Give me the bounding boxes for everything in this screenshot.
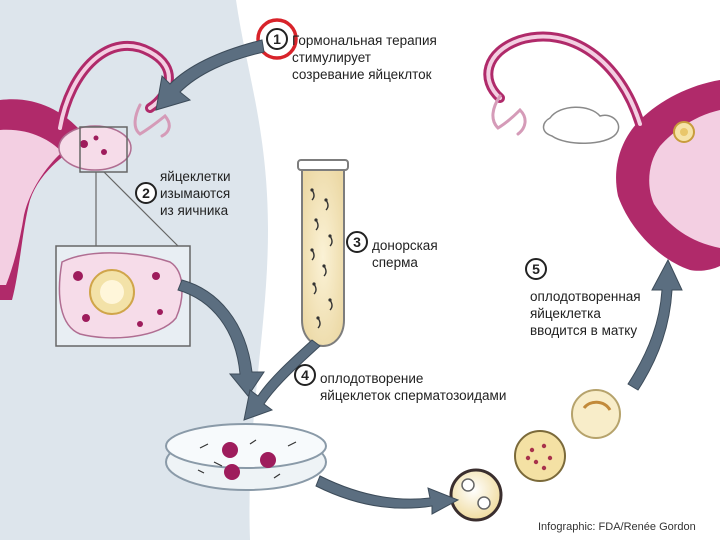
ovary-detail-callout [79,126,128,173]
step-5-label-line: яйцеклетка [530,306,601,321]
step-4-label-line: яйцеклеток сперматозоидами [320,388,507,403]
step-4-number: 4 [294,364,316,386]
step-5-label-line: вводится в матку [530,323,638,338]
step-1-label-line: созревание яйцеклток [292,67,432,82]
step-1-label: Гормональная терапия стимулирует созрева… [292,32,437,83]
step-4-label: оплодотворение яйцеклеток сперматозоидам… [320,370,506,404]
image-credit: Infographic: FDA/Renée Gordon [538,521,696,533]
step-3-label-line: донорская [372,238,438,253]
step-3-label: донорская сперма [372,237,438,271]
right-uterus-illustration [483,31,720,271]
step-3-number: 3 [346,231,368,253]
step-1-number: 1 [266,28,288,50]
step-2-label: яйцеклетки изымаются из яичника [160,168,231,219]
step-5-label: оплодотворенная яйцеклетка вводится в ма… [530,288,641,339]
step-1-label-line: Гормональная терапия [292,33,437,48]
step-1-label-line: стимулирует [292,50,371,65]
step-2-label-line: яйцеклетки [160,169,231,184]
embryo-stages [449,389,621,522]
step-2-label-line: из яичника [160,203,229,218]
step-2-number: 2 [135,182,157,204]
step-5-label-line: оплодотворенная [530,289,641,304]
step-3-label-line: сперма [372,255,418,270]
ovary-zoom-panel [55,245,191,347]
step-5-number: 5 [525,258,547,280]
step-4-label-line: оплодотворение [320,371,424,386]
donor-sperm-test-tube [297,159,349,348]
petri-dish [165,423,327,491]
step-1-highlight-ring [256,18,298,60]
step-2-label-line: изымаются [160,186,231,201]
process-arrows [155,39,683,515]
